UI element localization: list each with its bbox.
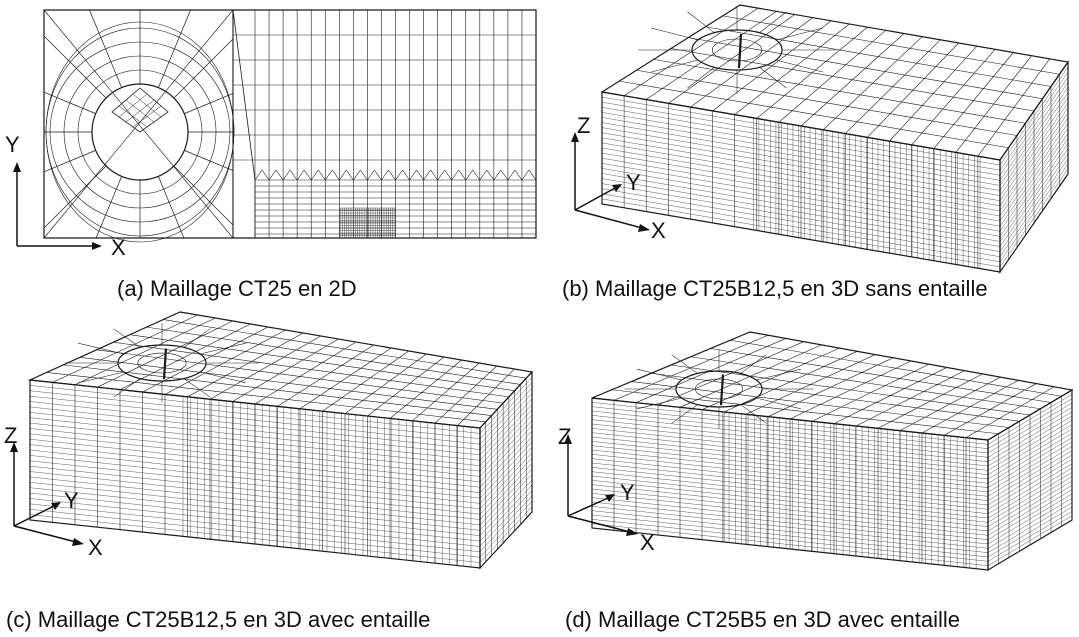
caption-b: (b) Maillage CT25B12,5 en 3D sans entail…: [562, 276, 988, 301]
mesh-3d-drawing-d: Z Y X: [558, 331, 1074, 572]
panel-d-3d-mesh: Z Y X (d) Maillage CT25B5 en 3D avec ent…: [540, 310, 1079, 637]
axis-label-y: Y: [626, 170, 641, 195]
panel-c-3d-mesh: Z Y X (c) Maillage CT25B12,5 en 3D avec …: [0, 310, 540, 637]
mesh-3d-drawing-c: Z Y X: [4, 311, 534, 570]
caption-c: (c) Maillage CT25B12,5 en 3D avec entail…: [6, 607, 431, 632]
axis-label-y: Y: [620, 480, 635, 505]
caption-a: (a) Maillage CT25 en 2D: [117, 276, 357, 301]
panel-a-2d-mesh: Y X (a) Maillage CT25 en 2D: [0, 0, 540, 310]
mesh-2d-drawing: Y X: [5, 9, 537, 260]
axis-triad-d: Z Y X: [558, 424, 655, 555]
axis-label-x: X: [640, 530, 655, 555]
axis-label-y: Y: [5, 132, 20, 157]
mesh-3d-grid-c: [27, 311, 534, 570]
axis-triad-c: Z Y X: [4, 423, 103, 560]
axis-triad-b: Z Y X: [571, 113, 666, 243]
axis-label-x: X: [651, 218, 666, 243]
axis-label-z: Z: [558, 424, 571, 449]
caption-d: (d) Maillage CT25B5 en 3D avec entaille: [565, 607, 960, 632]
mesh-3d-drawing-b: Z Y X: [571, 4, 1070, 274]
mesh-2d-grid: [43, 9, 537, 243]
axis-label-y: Y: [64, 488, 79, 513]
axis-label-x: X: [111, 235, 126, 260]
axis-triad-2d: Y X: [5, 132, 126, 260]
mesh-3d-grid-b: [600, 4, 1070, 274]
axis-label-z: Z: [4, 423, 17, 448]
axis-label-x: X: [88, 535, 103, 560]
axis-label-z: Z: [577, 113, 590, 138]
mesh-3d-grid-d: [591, 331, 1074, 572]
panel-b-3d-mesh: Z Y X (b) Maillage CT25B12,5 en 3D sans …: [540, 0, 1079, 310]
